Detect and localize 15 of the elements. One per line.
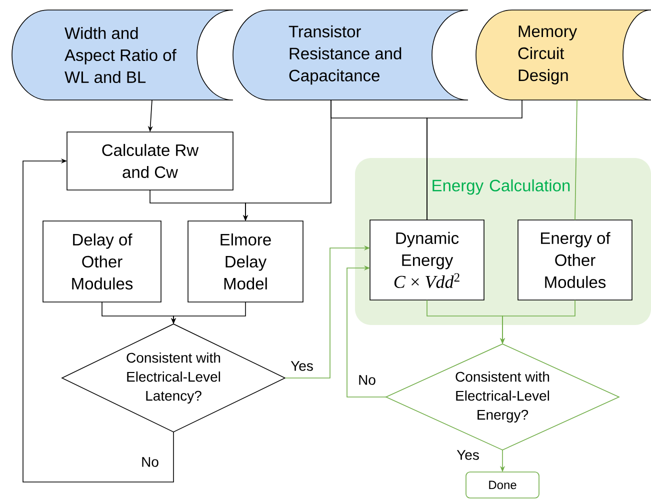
edge-label: Yes: [455, 448, 481, 462]
arrow: [22, 158, 174, 482]
process-box: Calculate Rw and Cw: [66, 132, 234, 190]
edge-label: No: [140, 456, 160, 468]
process-box: Energy of Other Modules: [518, 220, 632, 300]
process-box: Dynamic Energy C × Vdd$^{2}$: [370, 220, 484, 300]
process-box: Elmore Delay Model: [188, 220, 304, 302]
edge-label: Yes: [289, 360, 315, 372]
edge-label: No: [356, 374, 378, 386]
arrow: [346, 265, 386, 398]
process-box: Delay of Other Modules: [42, 220, 162, 302]
cylinder: Transistor Resistance and Capacitance: [232, 10, 468, 100]
cylinder: Memory Circuit Design: [476, 10, 651, 100]
cylinder: Width and Aspect Ratio of WL and BL: [12, 10, 234, 100]
terminal-box: Done: [466, 472, 540, 498]
